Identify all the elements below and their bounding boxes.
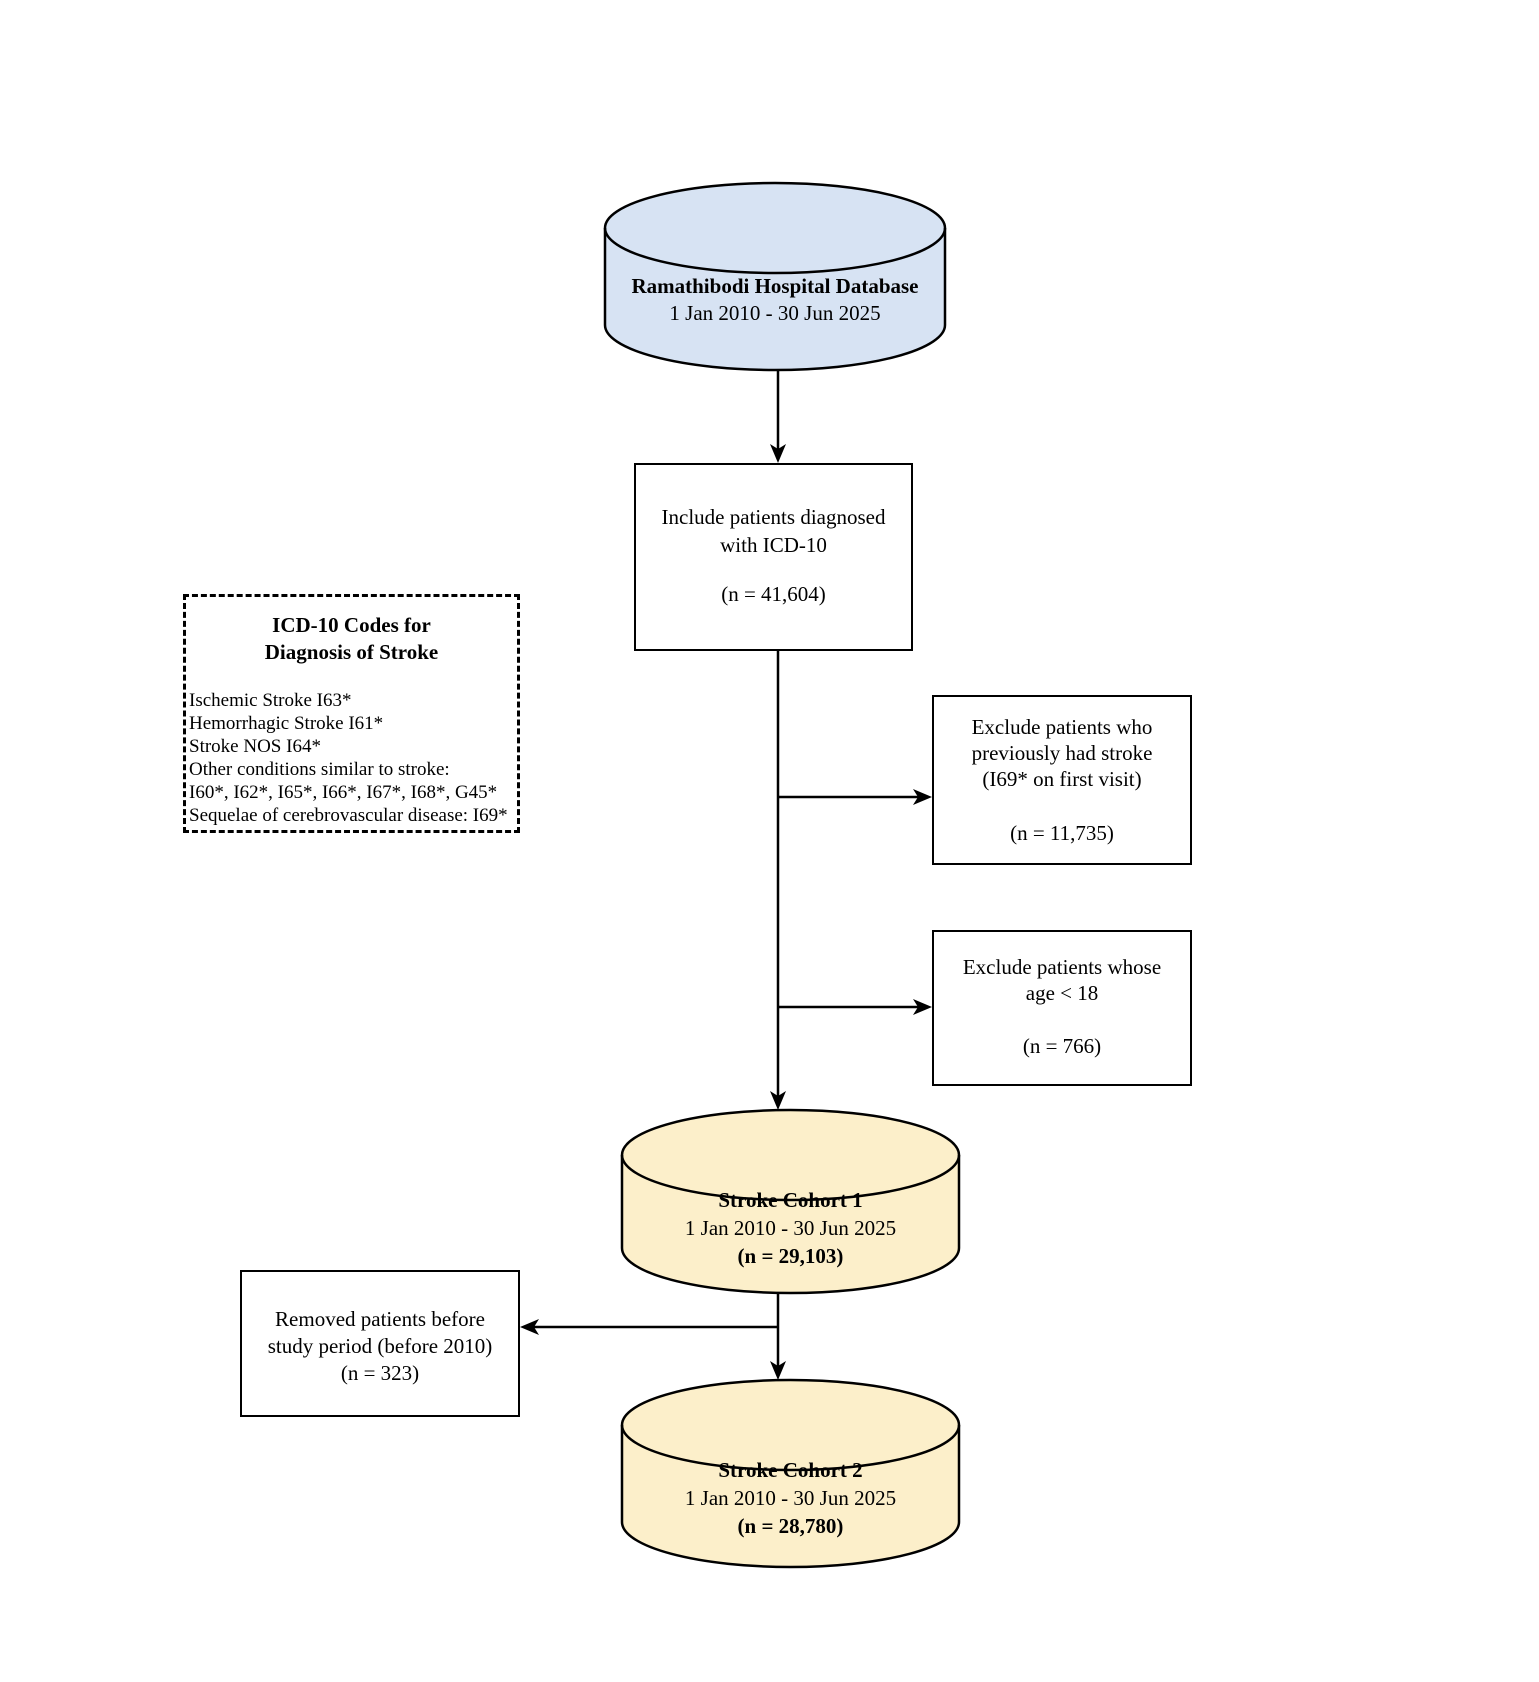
cohort1-cylinder-body xyxy=(620,1108,961,1295)
icd-code-item: I60*, I62*, I65*, I66*, I67*, I68*, G45* xyxy=(189,782,498,803)
cohort2-cylinder-rim xyxy=(620,1424,961,1472)
arrow-to-exclude-age xyxy=(778,999,932,1015)
cohort2-count: (n = 28,780) xyxy=(737,1514,844,1538)
cohort1-cylinder-rim xyxy=(620,1154,961,1202)
arrowhead-down-icon xyxy=(770,444,786,463)
icd-codes-title-line1: ICD-10 Codes for xyxy=(272,613,431,637)
icd-code-item: Ischemic Stroke I63* xyxy=(189,690,352,711)
removed-patients-box: Removed patients before study period (be… xyxy=(240,1270,520,1417)
arrow-database-to-include xyxy=(770,371,786,463)
exclude-stroke-line3: (I69* on first visit) xyxy=(982,767,1142,791)
cohort2-title: Stroke Cohort 2 xyxy=(718,1458,863,1482)
database-title: Ramathibodi Hospital Database xyxy=(631,274,919,298)
exclude-age-line1: Exclude patients whose xyxy=(962,955,1162,979)
icd-codes-box: ICD-10 Codes for Diagnosis of Stroke Isc… xyxy=(183,594,520,833)
removed-line2: study period (before 2010) xyxy=(267,1334,493,1358)
arrowhead-right-icon xyxy=(913,999,932,1015)
arrow-to-removed-box xyxy=(520,1319,778,1335)
include-patients-box: Include patients diagnosed with ICD-10 (… xyxy=(634,463,913,651)
icd-code-item: Other conditions similar to stroke: xyxy=(189,759,450,780)
database-cylinder-body xyxy=(603,181,947,372)
icd-codes-list: Ischemic Stroke I63* Hemorrhagic Stroke … xyxy=(186,689,517,827)
cohort2-cylinder xyxy=(620,1378,961,1569)
include-line2: with ICD-10 xyxy=(720,533,827,557)
exclude-age-count: (n = 766) xyxy=(1022,1034,1102,1058)
removed-line1: Removed patients before xyxy=(275,1307,485,1331)
cohort1-period: 1 Jan 2010 - 30 Jun 2025 xyxy=(684,1216,897,1240)
icd-code-item: Hemorrhagic Stroke I61* xyxy=(189,713,384,734)
cohort2-cylinder-body xyxy=(620,1378,961,1569)
arrowhead-left-icon xyxy=(520,1319,539,1335)
icd-code-item: Sequelae of cerebrovascular disease: I69… xyxy=(189,805,508,826)
cohort1-title: Stroke Cohort 1 xyxy=(718,1188,863,1212)
removed-count: (n = 323) xyxy=(340,1361,420,1385)
cohort1-label: Stroke Cohort 1 1 Jan 2010 - 30 Jun 2025… xyxy=(622,1186,959,1270)
arrow-include-to-cohort1 xyxy=(770,651,786,1110)
icd-codes-title-line2: Diagnosis of Stroke xyxy=(264,640,439,664)
exclude-stroke-count: (n = 11,735) xyxy=(1010,821,1114,845)
icd-codes-title: ICD-10 Codes for Diagnosis of Stroke xyxy=(186,597,517,666)
cohort2-period: 1 Jan 2010 - 30 Jun 2025 xyxy=(684,1486,897,1510)
arrowhead-down-icon xyxy=(770,1091,786,1110)
arrowhead-down-icon xyxy=(770,1361,786,1380)
exclude-previous-stroke-box: Exclude patients who previously had stro… xyxy=(932,695,1192,865)
cohort1-cylinder xyxy=(620,1108,961,1295)
arrow-cohort1-to-cohort2 xyxy=(770,1293,786,1380)
cohort1-count: (n = 29,103) xyxy=(737,1244,844,1268)
database-period: 1 Jan 2010 - 30 Jun 2025 xyxy=(669,301,881,325)
exclude-stroke-line2: previously had stroke xyxy=(971,741,1153,765)
arrowhead-right-icon xyxy=(913,789,932,805)
database-cylinder-rim xyxy=(603,227,947,275)
include-count: (n = 41,604) xyxy=(721,582,826,606)
cohort2-label: Stroke Cohort 2 1 Jan 2010 - 30 Jun 2025… xyxy=(622,1456,959,1540)
exclude-age-line2: age < 18 xyxy=(1025,981,1099,1005)
exclude-age-box: Exclude patients whose age < 18 (n = 766… xyxy=(932,930,1192,1086)
icd-code-item: Stroke NOS I64* xyxy=(189,736,321,757)
include-line1: Include patients diagnosed xyxy=(661,505,886,529)
arrow-to-exclude-stroke xyxy=(778,789,932,805)
database-cylinder xyxy=(603,181,947,372)
exclude-stroke-line1: Exclude patients who xyxy=(971,715,1153,739)
database-label: Ramathibodi Hospital Database 1 Jan 2010… xyxy=(605,273,945,327)
